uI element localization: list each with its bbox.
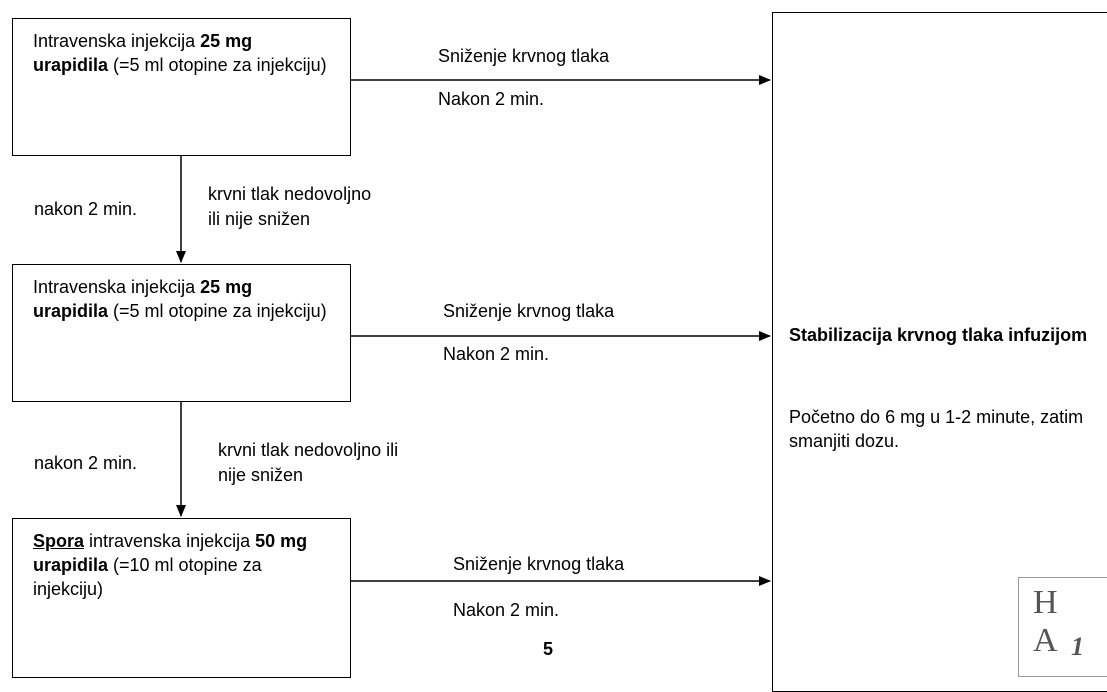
step3-arrow-top-label: Sniženje krvnog tlaka <box>453 554 625 574</box>
stamp-line-2: 1 <box>1071 632 1084 661</box>
step3-suffix: (=10 ml otopine za injekciju) <box>33 555 262 599</box>
step1-suffix: (=5 ml otopine za injekciju) <box>108 55 327 75</box>
transition2-right-label-1: krvni tlak nedovoljno ili <box>218 440 399 460</box>
transition2-right-label-2: nije snižen <box>218 465 304 485</box>
result-title: Stabilizacija krvnog tlaka infuzijom <box>789 325 1088 345</box>
step2-arrow-bottom-label: Nakon 2 min. <box>443 344 550 364</box>
step2-dose: 25 mg urapidila <box>33 277 253 321</box>
step3-emphasis: Spora <box>33 531 85 551</box>
step-box-2: Intravenska injekcija 25 mg urapidila (=… <box>12 264 351 402</box>
page-number: 5 <box>543 639 554 659</box>
flow-arrows <box>176 75 771 586</box>
transition1-right-label-1: krvni tlak nedovoljno <box>208 184 372 204</box>
step-box-3: Spora intravenska injekcija 50 mg urapid… <box>12 518 351 678</box>
step1-arrow-bottom-label: Nakon 2 min. <box>438 89 545 109</box>
stamp: H A 1 <box>1018 577 1107 677</box>
step3-dose: 50 mg urapidila <box>33 531 308 575</box>
step3-arrow-bottom-label: Nakon 2 min. <box>453 600 560 620</box>
stamp-line-1: H A <box>1033 584 1076 659</box>
step2-arrow-top-label: Sniženje krvnog tlaka <box>443 301 615 321</box>
step3-prefix: intravenska injekcija <box>84 531 256 551</box>
transition2-left-label: nakon 2 min. <box>34 453 138 473</box>
result-text: Početno do 6 mg u 1-2 minute, zatim sman… <box>789 407 1084 451</box>
transition1-right-label-2: ili nije snižen <box>208 209 311 229</box>
step2-prefix: Intravenska injekcija <box>33 277 201 297</box>
step1-arrow-top-label: Sniženje krvnog tlaka <box>438 46 610 66</box>
step2-suffix: (=5 ml otopine za injekciju) <box>108 301 327 321</box>
step1-dose: 25 mg urapidila <box>33 31 253 75</box>
transition1-left-label: nakon 2 min. <box>34 199 138 219</box>
step-box-1: Intravenska injekcija 25 mg urapidila (=… <box>12 18 351 156</box>
step1-prefix: Intravenska injekcija <box>33 31 201 51</box>
